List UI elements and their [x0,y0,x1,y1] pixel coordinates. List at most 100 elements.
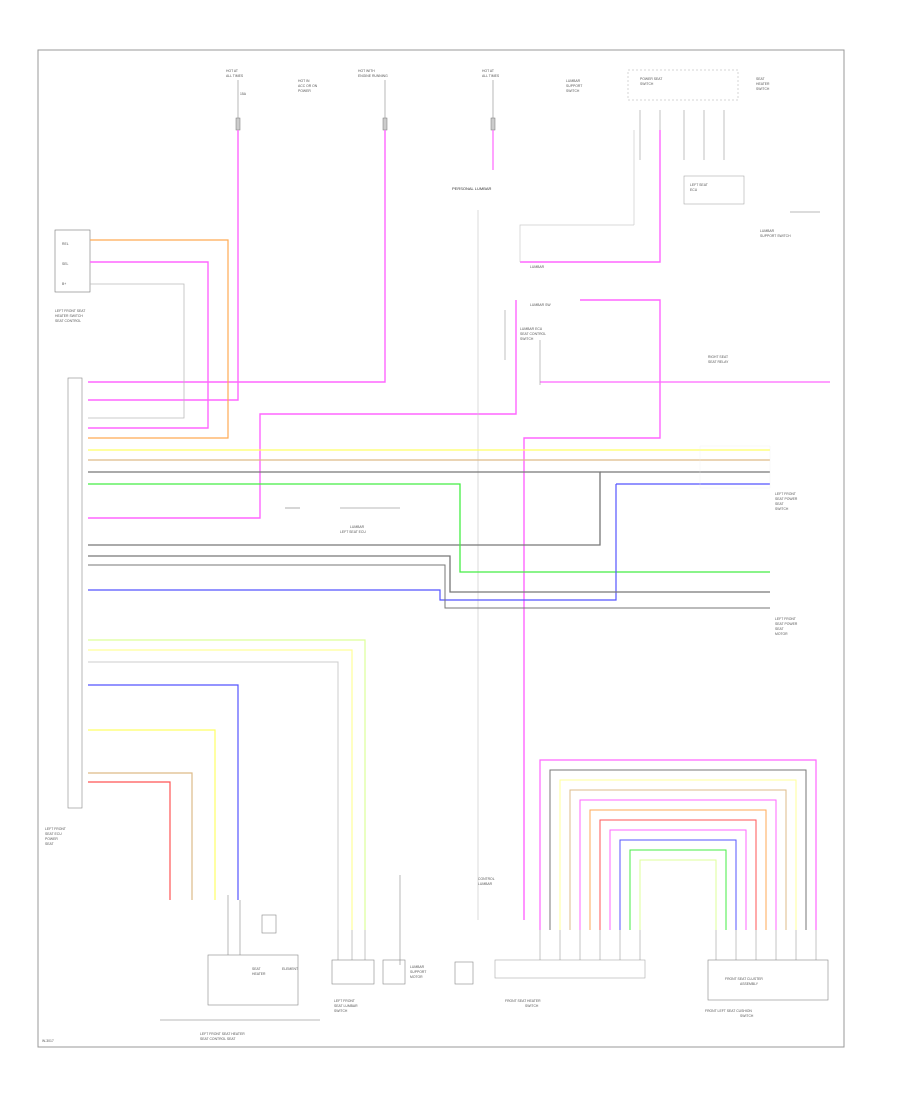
svg-text:SWITCH: SWITCH [334,1009,348,1013]
svg-text:MOTOR: MOTOR [410,975,423,979]
svg-text:SWITCH: SWITCH [740,1014,754,1018]
wire-thin-gray-3 [519,224,634,262]
wire-gray-2 [88,555,770,593]
left-ecu-connector: LEFT FRONT SEAT ECU POWER SEAT [45,377,83,846]
svg-text:SEAT ECU: SEAT ECU [45,832,62,836]
svg-text:HOT IN: HOT IN [298,79,310,83]
left-seat-heater-component: REL SEL B+ LEFT FRONT SEAT HEATER SWITCH… [54,229,91,323]
svg-text:SEAT: SEAT [756,77,765,81]
svg-text:SUPPORT SWITCH: SUPPORT SWITCH [760,234,791,238]
wire-tan-low [88,772,193,900]
svg-text:HEATER SWITCH: HEATER SWITCH [55,314,83,318]
wire-gray-top [88,283,185,419]
wire-pink-2 [88,130,386,383]
wire-pink-top [88,261,209,429]
harness-bundle [539,759,817,930]
svg-text:REL: REL [62,242,69,246]
svg-text:SEAT: SEAT [775,502,784,506]
svg-text:CONTROL: CONTROL [478,877,495,881]
svg-text:ASSEMBLY: ASSEMBLY [740,982,759,986]
svg-text:HOT AT: HOT AT [226,69,238,73]
wire-lightyellow-low [88,649,353,930]
wire-green-1 [88,483,770,573]
svg-text:LEFT SEAT: LEFT SEAT [690,183,708,187]
svg-text:SEAT CONTROL: SEAT CONTROL [55,319,81,323]
svg-text:SEL: SEL [62,262,69,266]
svg-text:SEAT: SEAT [45,842,54,846]
connector-stubs [337,930,817,960]
svg-text:SEAT: SEAT [252,967,261,971]
svg-text:LEFT FRONT SEAT HEATER: LEFT FRONT SEAT HEATER [200,1032,245,1036]
svg-text:LEFT FRONT: LEFT FRONT [334,999,355,1003]
svg-text:LUMBAR SW: LUMBAR SW [530,303,551,307]
svg-text:SWITCH: SWITCH [775,507,789,511]
wire-yellow-low [88,729,216,900]
svg-text:ACC OR ON: ACC OR ON [298,84,318,88]
mid-switch: LUMBAR LUMBAR SW LUMBAR ECU SEAT CONTROL… [504,265,729,385]
svg-text:MOTOR: MOTOR [775,632,788,636]
svg-text:ECU: ECU [690,188,698,192]
wire-pink-right-2 [523,299,661,920]
svg-text:SEAT POWER: SEAT POWER [775,497,798,501]
svg-text:ENGINE RUNNING: ENGINE RUNNING [358,74,388,78]
wire-gray-low [88,661,339,930]
svg-text:LUMBAR: LUMBAR [760,229,775,233]
svg-text:SEAT CONTROL: SEAT CONTROL [520,332,546,336]
svg-text:LUMBAR: LUMBAR [566,79,581,83]
wire-red-low [88,781,171,900]
svg-text:POWER SEAT: POWER SEAT [640,77,662,81]
svg-text:HOT AT: HOT AT [482,69,494,73]
diagram-border [37,49,845,1048]
svg-text:LEFT FRONT: LEFT FRONT [775,617,796,621]
passenger-detect-label: PERSONAL LUMBAR [452,186,492,191]
svg-text:SWITCH: SWITCH [566,89,580,93]
svg-text:SEAT: SEAT [775,627,784,631]
svg-text:SEAT RELAY: SEAT RELAY [708,360,729,364]
wire-pink-loop [88,300,517,519]
svg-text:SWITCH: SWITCH [756,87,770,91]
svg-text:SEAT LUMBAR: SEAT LUMBAR [334,1004,358,1008]
ground-mid: LUMBAR LEFT SEAT ECU [285,507,400,534]
svg-text:SWITCH: SWITCH [525,1004,539,1008]
svg-text:RIGHT SEAT: RIGHT SEAT [708,355,728,359]
svg-text:HOT WITH: HOT WITH [358,69,375,73]
svg-text:LUMBAR ECU: LUMBAR ECU [520,327,543,331]
svg-text:FRONT SEAT HEATER: FRONT SEAT HEATER [505,999,541,1003]
wire-blue-v [88,484,617,601]
wire-gray-3 [88,564,770,609]
svg-text:LUMBAR: LUMBAR [350,525,365,529]
svg-text:ALL TIMES: ALL TIMES [226,74,244,78]
ground-symbol-right: LUMBAR SUPPORT SWITCH [760,211,820,238]
fuse-block-right: LUMBAR SUPPORT SWITCH [566,79,582,93]
fuse-block-left: HOT AT ALL TIMES 15A [226,69,247,131]
svg-text:LUMBAR: LUMBAR [410,965,425,969]
bottom-right-connector: FRONT SEAT CLUSTER ASSEMBLY FRONT LEFT S… [705,959,829,1018]
wire-blue-low [88,684,239,900]
svg-text:SWITCH: SWITCH [520,337,534,341]
svg-text:SWITCH: SWITCH [640,82,654,86]
svg-text:LEFT SEAT ECU: LEFT SEAT ECU [340,530,366,534]
svg-text:ALL TIMES: ALL TIMES [482,74,500,78]
bottom-right-mid-connector: FRONT SEAT HEATER SWITCH CONTROL LUMBAR [478,877,646,1008]
svg-text:15A: 15A [240,92,247,96]
fuse-block-left2: HOT IN ACC OR ON POWER [298,79,318,93]
svg-text:SUPPORT: SUPPORT [566,84,582,88]
top-right-switch: POWER SEAT SWITCH SEAT HEATER SWITCH LEF… [627,69,770,205]
svg-text:SUPPORT: SUPPORT [410,970,426,974]
wire-lime-low [88,639,366,930]
bottom-mid2: LUMBAR SUPPORT MOTOR [382,875,474,985]
svg-text:LEFT FRONT: LEFT FRONT [775,492,796,496]
svg-text:LUMBAR: LUMBAR [530,265,545,269]
wire-pink-1 [88,130,239,401]
svg-text:FRONT SEAT CLUSTER: FRONT SEAT CLUSTER [725,977,763,981]
svg-text:SEAT POWER: SEAT POWER [775,622,798,626]
right-connector-pins: LEFT FRONT SEAT POWER SEAT SWITCH LEFT F… [699,445,798,636]
svg-text:LEFT FRONT: LEFT FRONT [45,827,66,831]
svg-text:POWER: POWER [298,89,311,93]
svg-text:POWER: POWER [45,837,58,841]
bottom-mid-connector: LEFT FRONT SEAT LUMBAR SWITCH [331,959,375,1013]
svg-text:HEATER: HEATER [252,972,266,976]
bottom-left-component: SEAT HEATER ELEMENT LEFT FRONT SEAT HEAT… [160,895,320,1041]
svg-text:HEATER: HEATER [756,82,770,86]
